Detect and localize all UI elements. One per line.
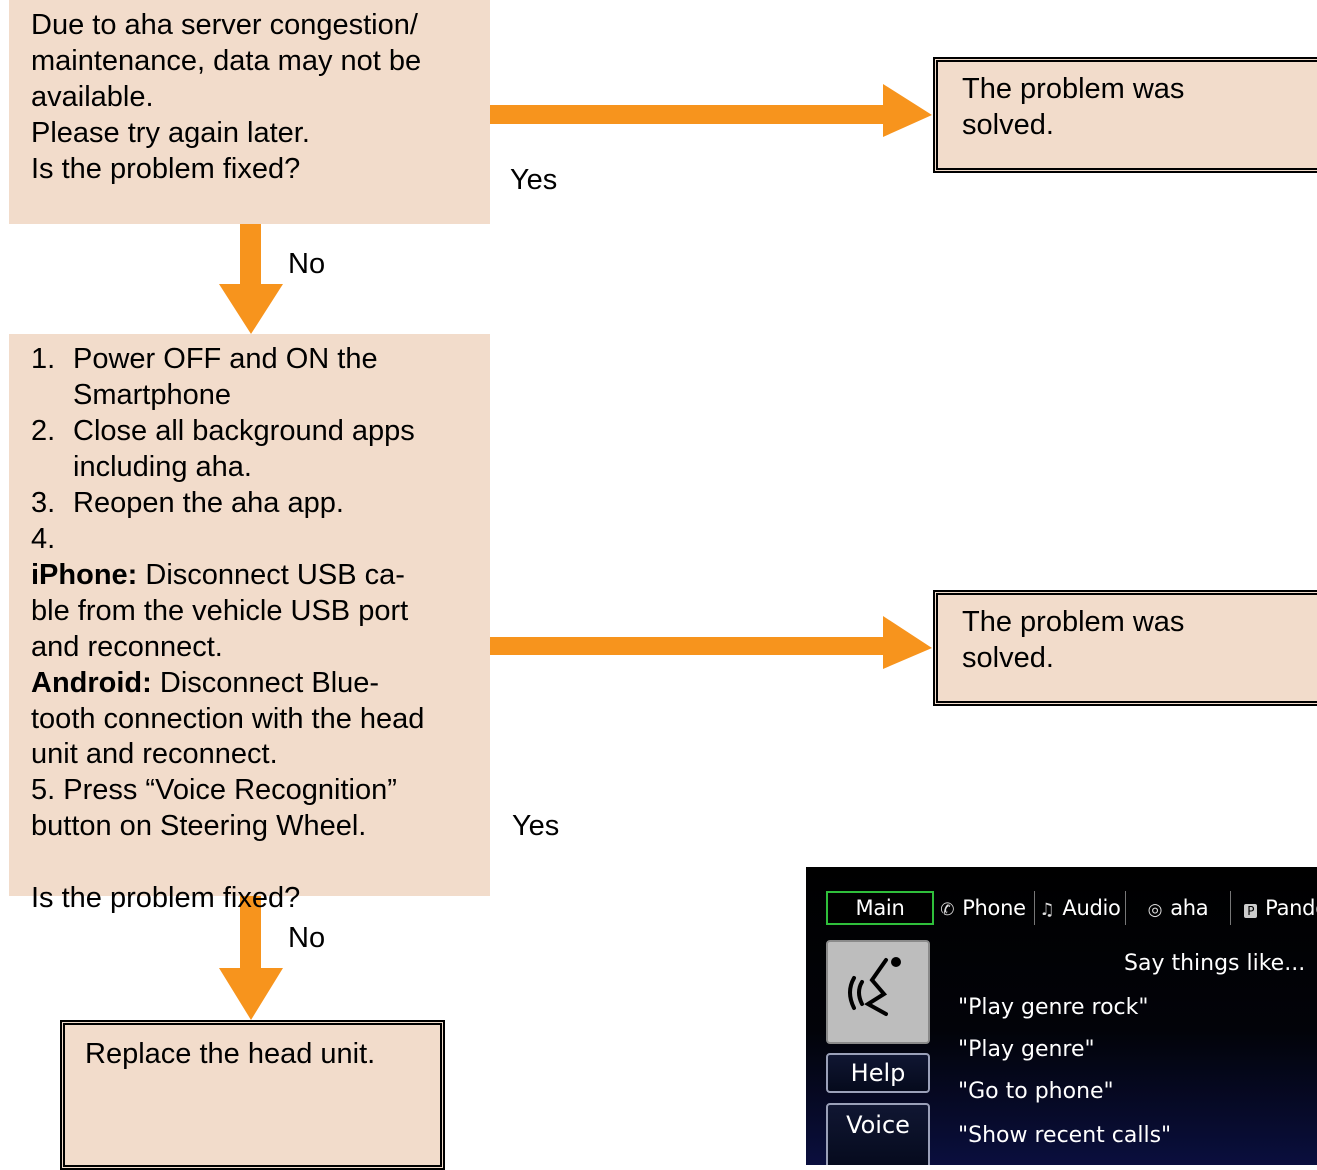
say-things-heading: Say things like... <box>1124 951 1306 976</box>
solved-line: solved. <box>962 641 1054 674</box>
step-1-line: Please try again later. <box>31 116 310 149</box>
step-1-line: available. <box>31 80 154 113</box>
step-text: Reopen the aha app. <box>73 486 344 519</box>
tab-label: Phone <box>962 896 1026 920</box>
voice-command: "Play genre rock" <box>958 995 1149 1020</box>
step-number: 2. <box>31 414 56 447</box>
step-number: 1. <box>31 343 56 375</box>
tab-main[interactable]: Main <box>826 891 934 925</box>
step-2-item: 1. Power OFF and ON the Smartphone <box>31 342 468 414</box>
replace-head-unit-box: Replace the head unit. <box>60 1020 445 1170</box>
head-unit-screen: Main ✆ Phone ♫ Audio ◎ aha P Pando Help Voic… <box>806 867 1317 1165</box>
speaking-head-icon <box>848 957 901 1016</box>
replace-text: Replace the head unit. <box>85 1038 376 1070</box>
no-label-1: No <box>288 248 326 280</box>
step-number: 3. <box>31 486 56 519</box>
arrow-yes-1 <box>490 84 932 137</box>
tab-phone[interactable]: ✆ Phone <box>932 891 1035 925</box>
voice-command: "Go to phone" <box>958 1079 1114 1104</box>
iphone-text: and reconnect. <box>31 630 223 663</box>
help-button[interactable]: Help <box>826 1053 930 1093</box>
phone-icon: ✆ <box>940 900 955 920</box>
step-5-text: button on Steering Wheel. <box>31 810 367 843</box>
music-note-icon: ♫ <box>1039 900 1055 920</box>
spacer <box>31 845 468 881</box>
android-text: unit and reconnect. <box>31 738 278 771</box>
android-text: Disconnect Blue- <box>151 666 380 699</box>
arrow-yes-2 <box>490 616 932 669</box>
tab-pandora[interactable]: P Pando <box>1231 891 1317 925</box>
solved-line: The problem was <box>962 73 1185 105</box>
voice-command: "Play genre" <box>958 1037 1095 1062</box>
step-text: Close all background apps <box>73 414 415 447</box>
step-1-question: Is the problem fixed? <box>31 152 301 185</box>
step-text: including aha. <box>73 450 252 483</box>
aha-icon: ◎ <box>1147 900 1163 920</box>
step-2-item: 3. Reopen the aha app. <box>31 486 468 522</box>
arrow-no-1 <box>219 224 283 334</box>
tab-audio[interactable]: ♫ Audio <box>1035 891 1126 925</box>
android-instructions: Android: Disconnect Blue- <box>31 666 468 702</box>
step-1-box: Due to aha server congestion/ maintenanc… <box>9 0 490 224</box>
tab-label: Audio <box>1062 896 1121 920</box>
iphone-text: ble from the vehicle USB port <box>31 594 409 627</box>
iphone-label: iPhone: <box>31 558 138 591</box>
step-text: Smartphone <box>73 378 231 411</box>
solved-line: The problem was <box>962 606 1185 638</box>
pandora-icon: P <box>1244 904 1258 918</box>
tab-aha[interactable]: ◎ aha <box>1126 891 1231 925</box>
android-text: tooth connection with the head <box>31 702 425 735</box>
step-2-list: 1. Power OFF and ON the Smartphone 2. Cl… <box>31 342 468 522</box>
step-5-text: 5. Press “Voice Recognition” <box>31 774 397 807</box>
no-label-2: No <box>288 922 326 954</box>
tab-bar: Main ✆ Phone ♫ Audio ◎ aha P Pando <box>806 891 1317 927</box>
tab-label: Main <box>855 896 905 920</box>
yes-label-1: Yes <box>510 164 558 196</box>
solved-line: solved. <box>962 108 1054 141</box>
voice-command: "Show recent calls" <box>958 1123 1172 1148</box>
step-4-number: 4. <box>31 522 56 555</box>
android-label: Android: <box>31 666 152 699</box>
voice-recognition-button[interactable] <box>826 940 930 1044</box>
voice-button[interactable]: Voice <box>826 1103 930 1165</box>
iphone-instructions: iPhone: Disconnect USB ca- <box>31 558 468 594</box>
step-1-line: maintenance, data may not be <box>31 44 422 77</box>
iphone-text: Disconnect USB ca- <box>137 558 405 591</box>
step-1-line: Due to aha server congestion/ <box>31 9 418 41</box>
step-2-box: 1. Power OFF and ON the Smartphone 2. Cl… <box>9 334 490 914</box>
arrow-no-2 <box>219 896 283 1020</box>
step-2-question: Is the problem fixed? <box>31 882 301 915</box>
solved-box-1: The problem was solved. <box>933 57 1317 173</box>
tab-label: Pando <box>1265 896 1317 920</box>
tab-label: aha <box>1170 896 1209 920</box>
yes-label-2: Yes <box>512 810 560 842</box>
step-2-item: 2. Close all background apps including a… <box>31 414 468 486</box>
solved-box-2: The problem was solved. <box>933 590 1317 706</box>
step-text: Power OFF and ON the <box>73 343 378 375</box>
